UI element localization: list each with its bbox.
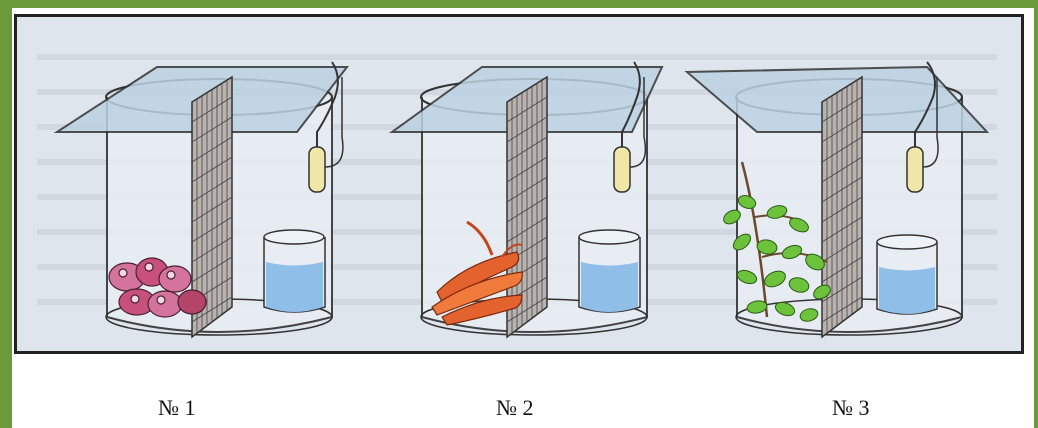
- water-beaker-icon: [579, 230, 640, 312]
- water-beaker-icon: [264, 230, 325, 312]
- green-border-left: [0, 0, 12, 428]
- green-border-top: [0, 0, 1038, 8]
- green-border-right: [1034, 0, 1038, 428]
- jar-2-icon: [392, 62, 662, 337]
- jar-1-label: № 1: [158, 395, 196, 421]
- water-beaker-icon: [877, 235, 937, 314]
- jar-2-label: № 2: [496, 395, 534, 421]
- mesh-partition-icon: [822, 77, 862, 337]
- jar-3-label: № 3: [832, 395, 870, 421]
- illustration-svg: [17, 17, 1021, 351]
- illustration-panel: [14, 14, 1024, 354]
